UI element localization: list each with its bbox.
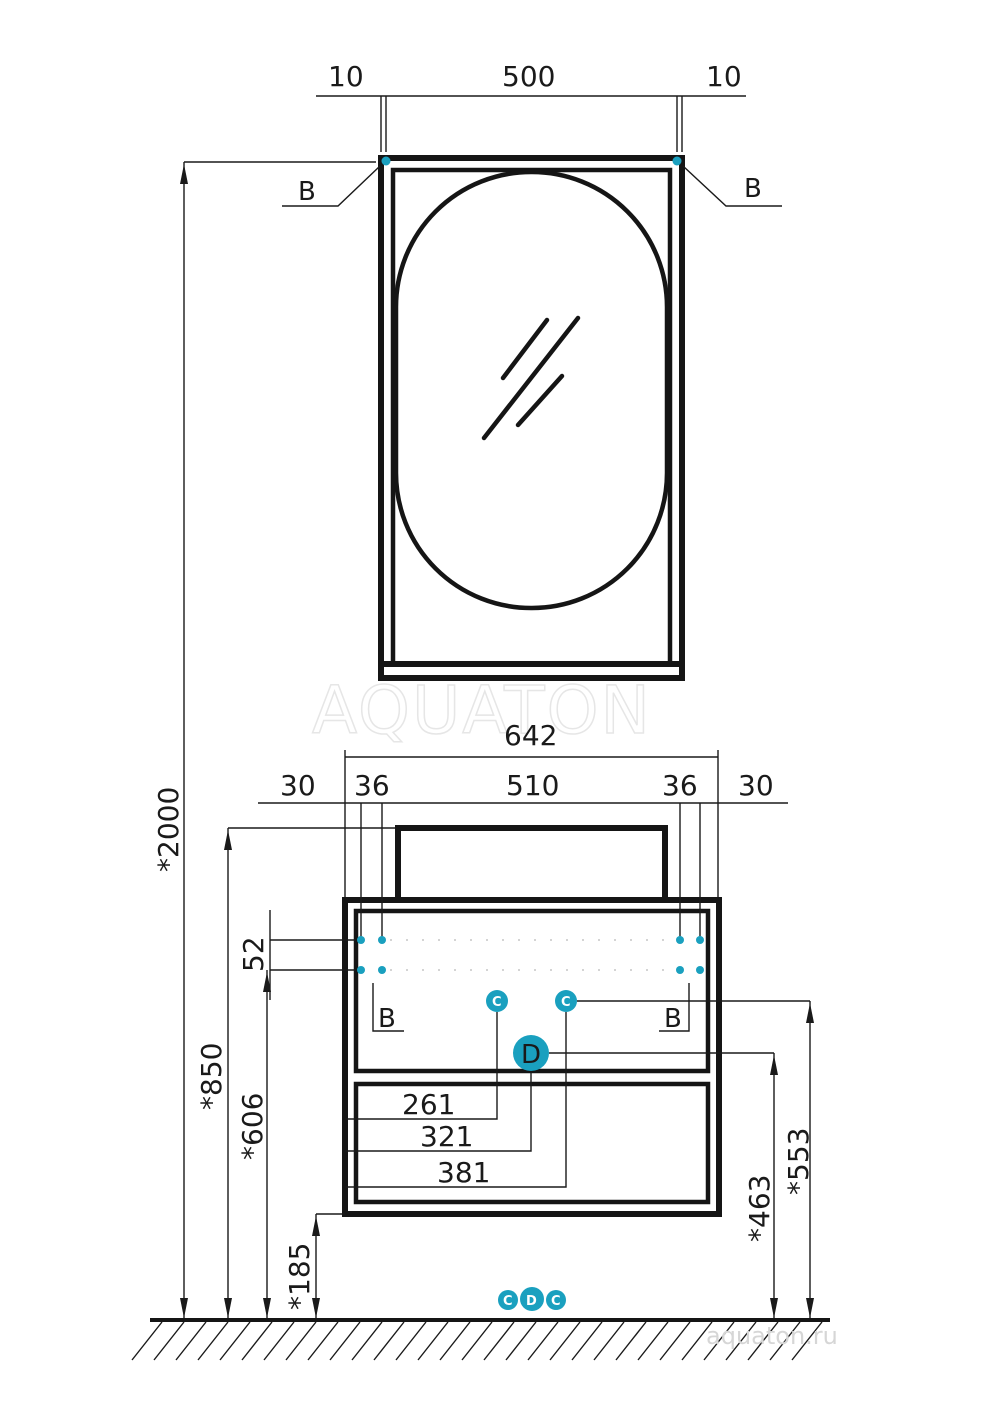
dim-d-height: *463: [743, 1175, 776, 1242]
cabinet-bottom-drawer: [353, 1081, 711, 1205]
arrow-2000-top: [180, 164, 188, 184]
arrow-553-top: [806, 1003, 814, 1023]
mirror-width-dims: [316, 95, 746, 152]
svg-text:C: C: [551, 1294, 561, 1309]
floor-connection-d: D: [520, 1287, 544, 1311]
dim-offset-261: 261: [402, 1088, 455, 1121]
mirror-fix-point-left: [381, 156, 391, 166]
arrow-463-bottom: [770, 1298, 778, 1318]
basin-outline: [395, 825, 668, 898]
watermark: AQUATON: [312, 672, 652, 749]
leader-cabinet-b-right: [659, 983, 690, 1032]
arrow-463-top: [770, 1055, 778, 1075]
mirror-oval: [393, 169, 670, 611]
leader-cabinet-b-left: [372, 983, 404, 1032]
svg-text:C: C: [561, 995, 571, 1010]
dim-line-321: [345, 1071, 532, 1152]
cabinet-width-dims: [258, 750, 788, 940]
svg-text:C: C: [492, 995, 502, 1010]
label-cabinet-b-right: B: [664, 1004, 682, 1034]
dim-line-381: [345, 1012, 567, 1188]
mirror-glare-icon: [481, 315, 581, 441]
svg-text:D: D: [526, 1294, 537, 1309]
label-mirror-b-left: B: [298, 177, 316, 207]
arrow-2000-bottom: [180, 1298, 188, 1318]
mirror-frame-inner: [390, 167, 673, 667]
dim-cabinet-middle: 510: [506, 769, 559, 802]
connection-d: D: [513, 1035, 549, 1071]
arrow-850-top: [224, 830, 232, 850]
dim-mirror-width: 500: [502, 60, 555, 93]
arrow-185-top: [312, 1216, 320, 1236]
floor-connection-c-left: C: [498, 1290, 518, 1310]
dim-mirror-gap-left: 10: [328, 60, 364, 93]
dim-floor-clearance: *185: [283, 1243, 316, 1310]
arrow-553-bottom: [806, 1298, 814, 1318]
label-mirror-b-right: B: [744, 174, 762, 204]
connection-c-right: C: [555, 990, 577, 1012]
svg-text:C: C: [503, 1294, 513, 1309]
dim-overall-height: *2000: [152, 787, 185, 872]
dim-cabinet-side-right: 30: [738, 769, 774, 802]
mirror-fix-point-right: [672, 156, 682, 166]
floor-hatch: [131, 1321, 823, 1361]
mirror-frame-outer: [378, 155, 685, 681]
svg-text:D: D: [521, 1040, 541, 1070]
dim-offset-321: 321: [420, 1120, 473, 1153]
arrow-606-top: [263, 972, 271, 992]
floor-connection-c-right: C: [546, 1290, 566, 1310]
dim-c-height: *553: [782, 1128, 815, 1195]
dim-line-261: [345, 1012, 498, 1120]
dim-fix-height: *606: [236, 1093, 269, 1160]
leader-mirror-b-left: [282, 165, 381, 207]
dim-cabinet-inner-right: 36: [662, 769, 698, 802]
dim-cabinet-overall-width: 642: [504, 719, 557, 752]
cabinet-top-drawer: [353, 908, 711, 1074]
cabinet-body-outer: [342, 897, 722, 1217]
dim-offset-381: 381: [437, 1156, 490, 1189]
mirror: [378, 155, 685, 681]
dim-fix-spacing: 52: [237, 936, 270, 972]
cabinet: [342, 825, 722, 1217]
arrow-606-bottom: [263, 1298, 271, 1318]
dim-cabinet-side-left: 30: [280, 769, 316, 802]
leader-mirror-b-right: [682, 165, 782, 207]
arrow-850-bottom: [224, 1298, 232, 1318]
arrow-185-bottom: [312, 1298, 320, 1318]
dim-cabinet-inner-left: 36: [354, 769, 390, 802]
label-cabinet-b-left: B: [378, 1004, 396, 1034]
connection-c-left: C: [486, 990, 508, 1012]
dim-mirror-gap-right: 10: [706, 60, 742, 93]
site-label: aquaton.ru: [706, 1322, 838, 1350]
dim-cabinet-top-height: *850: [195, 1043, 228, 1110]
cabinet-fix-points: [357, 936, 704, 974]
